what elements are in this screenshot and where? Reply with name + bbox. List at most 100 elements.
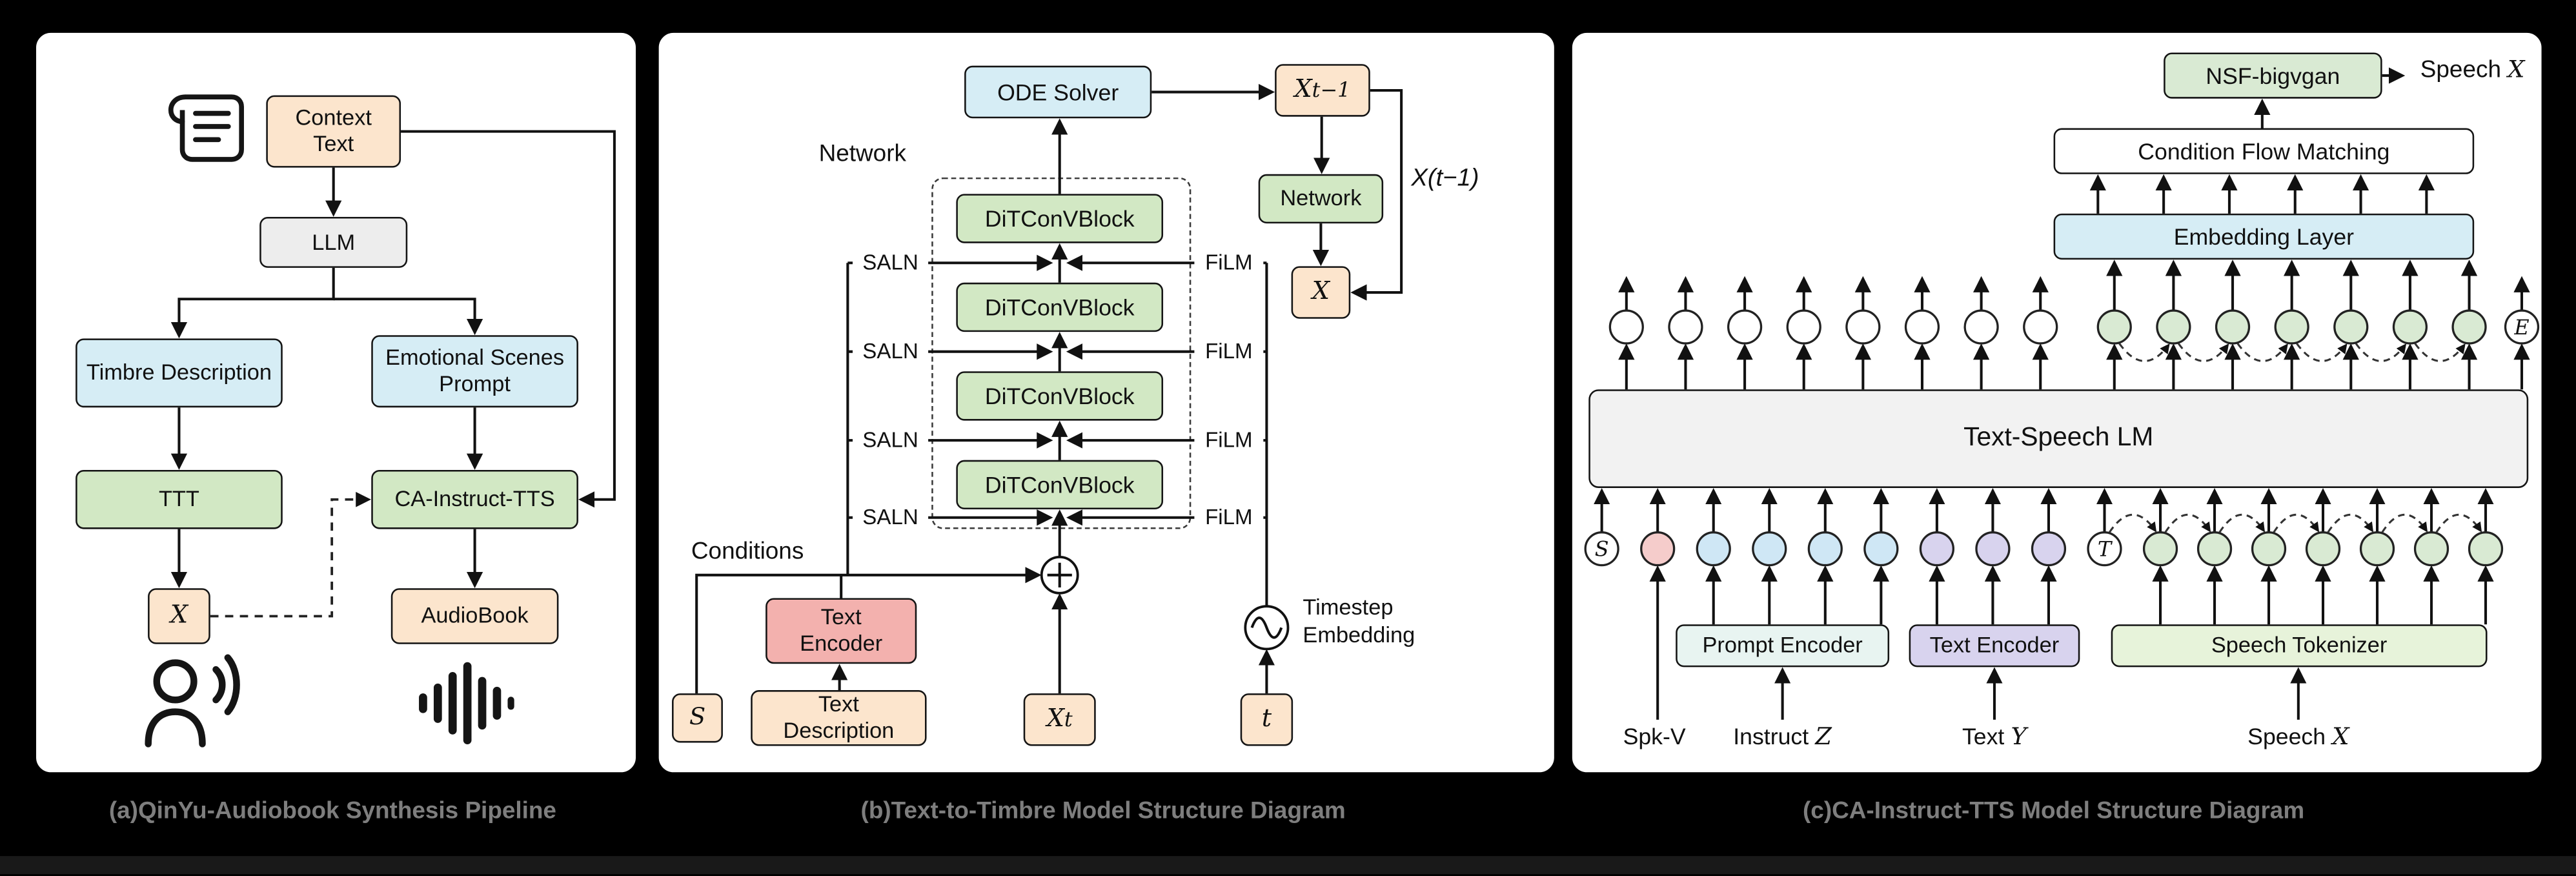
- text-encoder-box: Text Encoder: [766, 598, 917, 664]
- llm-box: LLM: [259, 216, 408, 268]
- autoregressive-arc: [2236, 343, 2288, 362]
- bottom-token-S: [1584, 531, 1619, 567]
- nsf-bigvgan-box: NSF-bigvgan: [2164, 52, 2382, 99]
- text-encoder-c-box: Text Encoder: [1909, 624, 2080, 667]
- panel-c-static-arrows: [1774, 67, 2435, 720]
- text-label: Text Y: [1937, 723, 2052, 751]
- timestep-embedding-label: Timestep Embedding: [1303, 595, 1415, 647]
- bottom-token-cyan: [1752, 531, 1787, 567]
- network-dashed-container: [931, 177, 1192, 529]
- conditions-label: Conditions: [691, 538, 804, 565]
- top-token-white: [1963, 309, 1999, 345]
- top-token-white: [1727, 309, 1763, 345]
- film-label-2: FiLM: [1194, 336, 1264, 367]
- text-var: Y: [2011, 724, 2027, 751]
- saln-label-2: SALN: [853, 336, 929, 367]
- timestep-sine-icon: [1244, 605, 1290, 651]
- turn-token-letter: T: [2098, 537, 2113, 562]
- network-label: Network: [818, 141, 906, 168]
- top-token-white: [2023, 309, 2058, 345]
- scroll-icon: [168, 94, 244, 162]
- speech-output-label: Speech X: [2410, 57, 2535, 84]
- speech-label: Speech X: [2233, 723, 2364, 751]
- emotional-scenes-prompt-box: Emotional Scenes Prompt: [371, 335, 578, 408]
- condition-flow-matching-box: Condition Flow Matching: [2053, 128, 2475, 174]
- bottom-token-green: [2305, 531, 2341, 567]
- top-token-white: [1845, 309, 1881, 345]
- top-token-green: [2333, 309, 2369, 345]
- autoregressive-arc: [2355, 343, 2407, 362]
- x-prev-sub: t−1: [1312, 77, 1351, 102]
- bottom-token-T: [2087, 531, 2122, 567]
- bottom-token-green: [2468, 531, 2504, 567]
- caption-a: (a)QinYu-Audiobook Synthesis Pipeline: [108, 799, 556, 825]
- person-speaking-icon: [145, 654, 240, 748]
- x-loop-label: X(t−1): [1411, 164, 1479, 192]
- x-t-sub: t: [1064, 706, 1073, 731]
- saln-label-4: SALN: [853, 502, 929, 533]
- text-description-box: Text Description: [751, 690, 927, 746]
- top-token-white: [1786, 309, 1821, 345]
- speech-tokenizer-box: Speech Tokenizer: [2111, 624, 2488, 667]
- network-box: Network: [1258, 174, 1384, 224]
- autoregressive-arc: [2327, 513, 2374, 533]
- sum-icon: [1040, 555, 1079, 595]
- autoregressive-arc: [2381, 513, 2428, 533]
- speech-output-var: X: [2508, 57, 2525, 84]
- top-token-green: [2451, 309, 2487, 345]
- x-output-box: X: [148, 588, 210, 644]
- bottom-token-green: [2359, 531, 2395, 567]
- bottom-token-green: [2251, 531, 2287, 567]
- ttt-box: TTT: [76, 469, 283, 529]
- top-token-green: [2156, 309, 2191, 345]
- bottom-token-lavender: [2031, 531, 2067, 567]
- ditconvblock-3: DiTConVBlock: [956, 371, 1164, 421]
- caption-c: (c)CA-Instruct-TTS Model Structure Diagr…: [1803, 799, 2305, 825]
- saln-label-1: SALN: [853, 248, 929, 278]
- film-label-3: FiLM: [1194, 425, 1264, 456]
- bottom-token-lavender: [1919, 531, 1954, 567]
- start-token-letter: S: [1595, 537, 1609, 562]
- bottom-token-cyan: [1807, 531, 1843, 567]
- x-state-box: X: [1291, 266, 1351, 319]
- bottom-token-green: [2142, 531, 2178, 567]
- top-token-white: [1668, 309, 1703, 345]
- instruct-label: Instruct Z: [1717, 723, 1849, 751]
- autoregressive-arc: [2414, 343, 2466, 362]
- timbre-description-box: Timbre Description: [76, 338, 283, 408]
- ditconvblock-2: DiTConVBlock: [956, 282, 1164, 332]
- panel-b-arrows: [695, 83, 1403, 694]
- instruct-text: Instruct: [1733, 722, 1809, 749]
- top-token-green: [2215, 309, 2251, 345]
- autoregressive-arc: [2296, 343, 2348, 362]
- autoregressive-arc: [2273, 513, 2320, 533]
- spkv-text: Spk-V: [1623, 722, 1686, 749]
- autoregressive-arc: [2118, 343, 2170, 362]
- top-token-green: [2096, 309, 2132, 345]
- bottom-token-pink: [1640, 531, 1676, 567]
- autoregressive-arc: [2177, 343, 2229, 362]
- text-text: Text: [1962, 722, 2005, 749]
- top-token-E: [2504, 309, 2540, 345]
- instruct-var: Z: [1815, 724, 1832, 751]
- speech-text: Speech: [2247, 722, 2326, 749]
- film-label-4: FiLM: [1194, 502, 1264, 533]
- autoregressive-arc: [2108, 513, 2157, 533]
- top-token-white: [1608, 309, 1644, 345]
- autoregressive-arc: [2164, 513, 2211, 533]
- top-token-green: [2274, 309, 2309, 345]
- s-condition-box: S: [672, 693, 723, 743]
- bottom-token-cyan: [1863, 531, 1899, 567]
- autoregressive-arc: [2435, 513, 2482, 533]
- x-t-base: X: [1046, 704, 1064, 734]
- text-speech-lm-box: Text-Speech LM: [1588, 389, 2529, 488]
- bottom-token-lavender: [1975, 531, 2011, 567]
- speech-var: X: [2332, 724, 2349, 751]
